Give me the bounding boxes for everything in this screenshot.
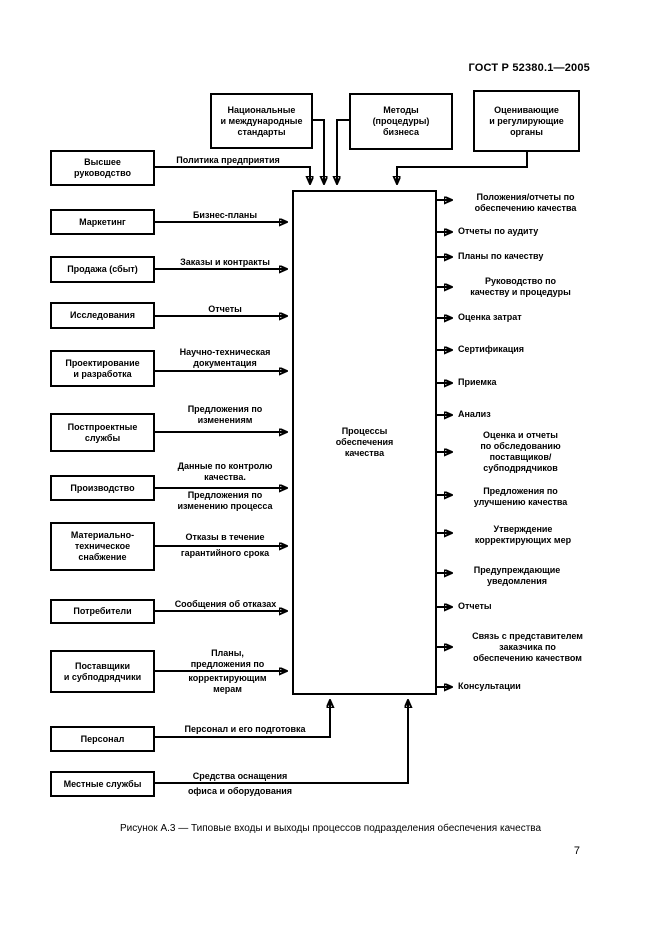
input-label-orders-contracts: Заказы и контракты [180, 257, 270, 267]
input-label-scitech-docs: Научно-техническая документация [179, 347, 271, 368]
document-number: ГОСТ Р 52380.1—2005 [468, 62, 590, 74]
box-business-methods: Методы (процедуры) бизнеса [349, 93, 453, 150]
output-label-quality-manual: Руководство по качеству и процедуры [470, 276, 571, 297]
wire-regulators-down [397, 152, 528, 184]
output-label-certification: Сертификация [458, 344, 525, 354]
output-label-quality-plans: Планы по качеству [458, 251, 544, 261]
output-label-consultations: Консультации [458, 681, 521, 691]
box-label: Поставщики и субподрядчики [63, 660, 142, 682]
box-label: Оценивающие и регулирующие органы [489, 104, 564, 137]
input-label-reports: Отчеты [208, 304, 242, 314]
box-logistics: Материально- техническое снабжение [50, 522, 155, 571]
output-label-audit-reports: Отчеты по аудиту [458, 226, 539, 236]
box-quality-processes: Процессы обеспечения качества [292, 190, 437, 695]
input-label-failure-messages: Сообщения об отказах [174, 599, 277, 609]
output-label-improvement-proposals: Предложения по улучшению качества [473, 486, 568, 507]
output-label-corrective-approval: Утверждение корректирующих мер [474, 524, 572, 545]
box-label: Персонал [80, 733, 125, 744]
box-marketing: Маркетинг [50, 209, 155, 235]
output-label-supplier-survey: Оценка и отчеты по обследованию поставщи… [480, 430, 561, 473]
box-label: Потребители [73, 606, 132, 616]
wire-methods-down [337, 119, 349, 184]
box-top-management: Высшее руководство [50, 150, 155, 186]
box-design-development: Проектирование и разработка [50, 350, 155, 387]
output-label-qa-regulations: Положения/отчеты по обеспечению качества [474, 192, 577, 213]
box-production: Производство [50, 475, 155, 501]
box-label: Постпроектные службы [67, 421, 138, 443]
input-label-office-equipment-above: Средства оснащения [192, 771, 288, 781]
input-label-personnel-training: Персонал и его подготовка [184, 724, 306, 734]
input-label-office-equipment-below: офиса и оборудования [187, 786, 293, 796]
box-research: Исследования [50, 302, 155, 329]
input-label-business-plans: Бизнес-планы [192, 210, 258, 220]
box-label: Национальные и международные стандарты [220, 104, 303, 137]
input-label-qc-data-below: Предложения по изменению процесса [177, 490, 273, 511]
box-label: Проектирование и разработка [65, 357, 140, 379]
box-suppliers: Поставщики и субподрядчики [50, 650, 155, 693]
output-label-analysis: Анализ [458, 409, 491, 419]
page-number: 7 [573, 845, 580, 857]
input-label-plans-below: корректирующим мерам [188, 673, 267, 694]
box-regulators: Оценивающие и регулирующие органы [473, 90, 580, 152]
input-label-warranty-failures-below: гарантийного срока [180, 548, 270, 558]
box-label: Материально- техническое снабжение [70, 530, 135, 562]
box-personnel: Персонал [50, 726, 155, 752]
input-label-plans-above: Планы, предложения по [190, 648, 265, 669]
figure-caption: Рисунок А.3 — Типовые входы и выходы про… [119, 823, 542, 834]
input-label-politika: Политика предприятия [176, 155, 280, 165]
output-label-warning-notices: Предупреждающие уведомления [473, 565, 561, 586]
box-label: Производство [70, 482, 135, 493]
box-consumers: Потребители [50, 599, 155, 624]
wire-politika [155, 166, 310, 184]
box-label: Продажа (сбыт) [67, 264, 138, 274]
box-label: Местные службы [63, 778, 142, 789]
box-national-standards: Национальные и международные стандарты [210, 93, 313, 149]
input-label-warranty-failures-above: Отказы в течение [185, 532, 265, 542]
wire-local-up [155, 700, 408, 784]
output-label-cost-estimate: Оценка затрат [458, 312, 522, 322]
box-label: Маркетинг [79, 216, 126, 227]
box-label: Высшее руководство [74, 157, 131, 178]
output-label-reports: Отчеты [458, 601, 492, 611]
output-label-customer-rep-liaison: Связь с представителем заказчика по обес… [472, 631, 583, 663]
box-label: Исследования [70, 310, 135, 320]
wire-standards-down [313, 119, 324, 184]
box-label: Процессы обеспечения качества [335, 426, 394, 458]
box-postproject-services: Постпроектные службы [50, 413, 155, 452]
input-label-qc-data-above: Данные по контролю качества. [177, 461, 273, 482]
input-label-change-proposals: Предложения по изменениям [187, 404, 263, 425]
box-local-services: Местные службы [50, 771, 155, 797]
wire-personnel-up [155, 700, 330, 738]
box-label: Методы (процедуры) бизнеса [372, 105, 430, 137]
box-sales: Продажа (сбыт) [50, 256, 155, 283]
output-label-acceptance: Приемка [458, 377, 497, 387]
